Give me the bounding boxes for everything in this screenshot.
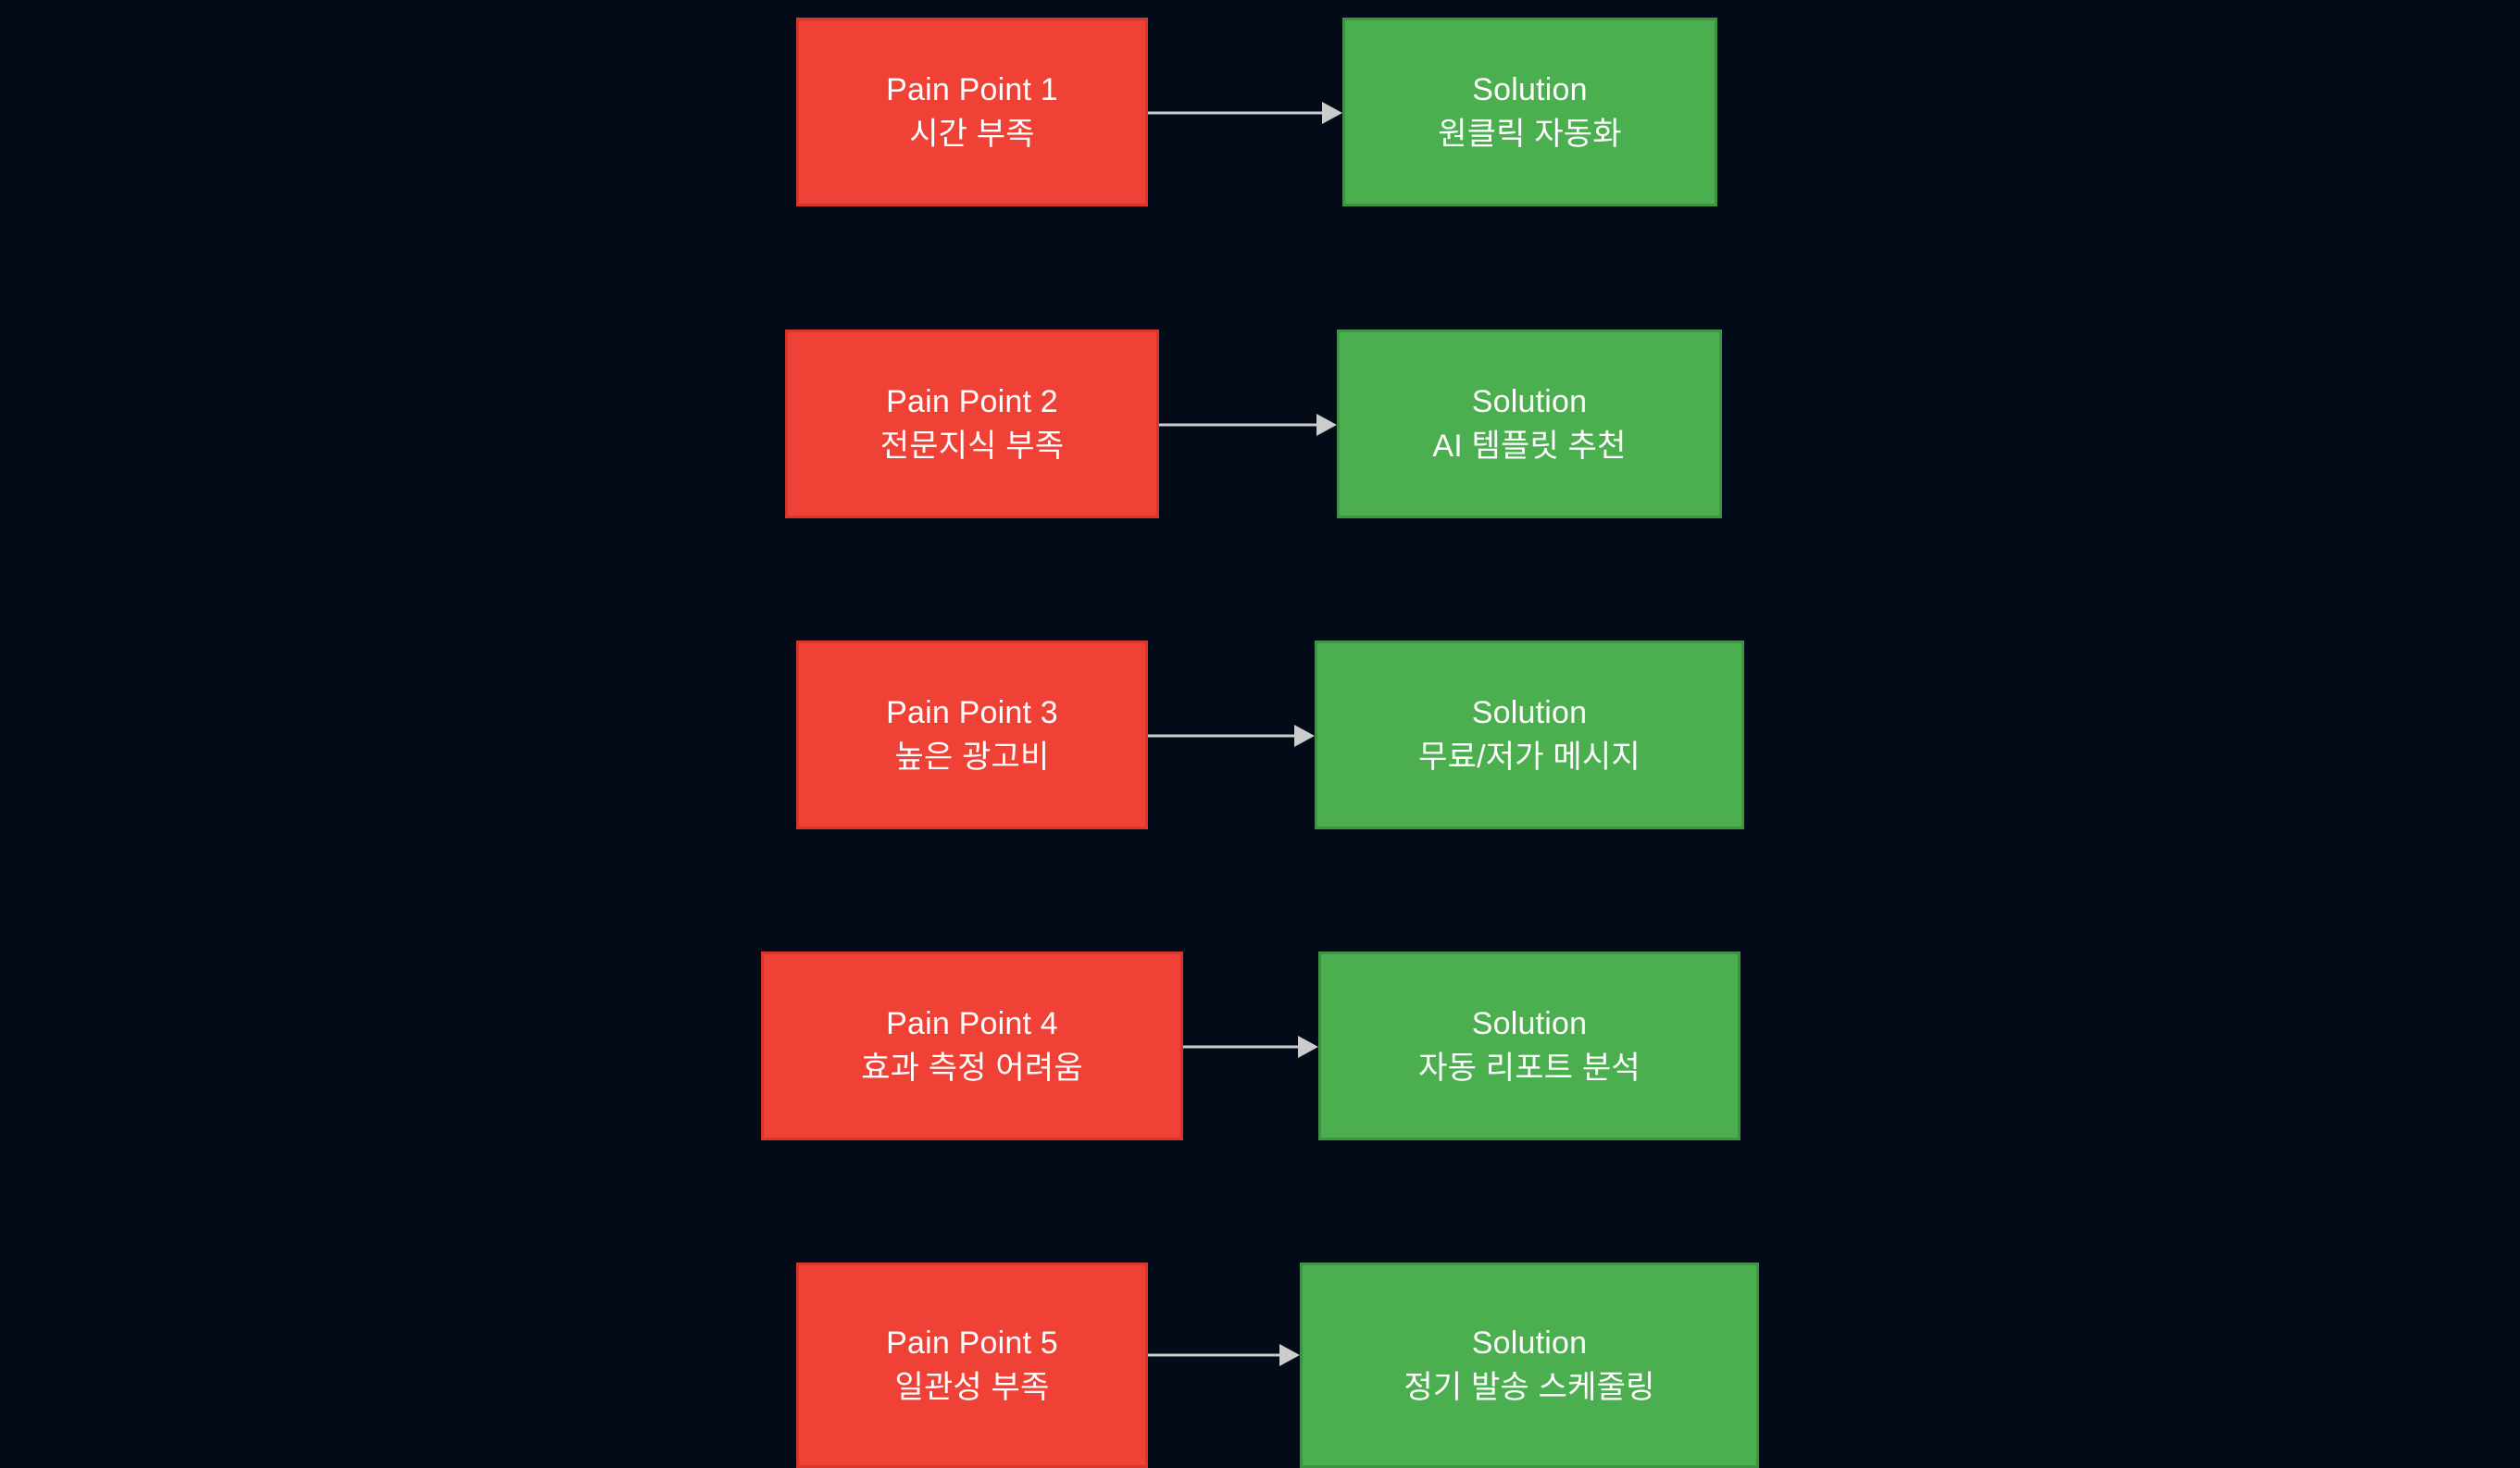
pain-point-title-1: Pain Point 1 bbox=[886, 71, 1058, 107]
pain-point-description-1: 시간 부족 bbox=[909, 117, 1035, 152]
solution-node-2[interactable]: Solution AI 템플릿 추천 bbox=[1337, 330, 1722, 518]
solution-description-3: 무료/저가 메시지 bbox=[1418, 740, 1640, 775]
pain-point-node-3[interactable]: Pain Point 3 높은 광고비 bbox=[796, 641, 1148, 829]
pain-point-title-5: Pain Point 5 bbox=[886, 1325, 1058, 1361]
arrow-connector-1 bbox=[1148, 94, 1342, 131]
pain-point-description-3: 높은 광고비 bbox=[894, 740, 1050, 775]
pain-point-node-2[interactable]: Pain Point 2 전문지식 부족 bbox=[785, 330, 1159, 518]
solution-title-5: Solution bbox=[1471, 1325, 1588, 1361]
solution-description-2: AI 템플릿 추천 bbox=[1432, 429, 1627, 464]
pain-point-title-2: Pain Point 2 bbox=[886, 383, 1058, 419]
solution-node-3[interactable]: Solution 무료/저가 메시지 bbox=[1315, 641, 1744, 829]
solution-description-5: 정기 발송 스케줄링 bbox=[1403, 1370, 1655, 1405]
pain-point-node-4[interactable]: Pain Point 4 효과 측정 어려움 bbox=[761, 952, 1183, 1140]
pain-point-description-5: 일관성 부족 bbox=[894, 1370, 1050, 1405]
solution-title-4: Solution bbox=[1471, 1005, 1588, 1041]
pain-point-node-5[interactable]: Pain Point 5 일관성 부족 bbox=[796, 1263, 1148, 1468]
pain-point-title-3: Pain Point 3 bbox=[886, 694, 1058, 730]
solution-title-2: Solution bbox=[1471, 383, 1588, 419]
solution-node-1[interactable]: Solution 원클릭 자동화 bbox=[1342, 18, 1717, 206]
solution-node-4[interactable]: Solution 자동 리포트 분석 bbox=[1318, 952, 1740, 1140]
arrow-connector-3 bbox=[1148, 717, 1315, 754]
solution-node-5[interactable]: Solution 정기 발송 스케줄링 bbox=[1300, 1263, 1759, 1468]
solution-description-4: 자동 리포트 분석 bbox=[1418, 1051, 1640, 1086]
pain-point-description-4: 효과 측정 어려움 bbox=[861, 1051, 1083, 1086]
arrow-connector-2 bbox=[1159, 406, 1337, 443]
arrow-connector-4 bbox=[1183, 1028, 1318, 1065]
arrow-connector-5 bbox=[1148, 1337, 1300, 1374]
pain-point-node-1[interactable]: Pain Point 1 시간 부족 bbox=[796, 18, 1148, 206]
pain-point-description-2: 전문지식 부족 bbox=[880, 429, 1065, 464]
pain-point-title-4: Pain Point 4 bbox=[886, 1005, 1058, 1041]
solution-description-1: 원클릭 자동화 bbox=[1438, 117, 1622, 152]
solution-title-3: Solution bbox=[1471, 694, 1588, 730]
solution-title-1: Solution bbox=[1472, 71, 1588, 107]
